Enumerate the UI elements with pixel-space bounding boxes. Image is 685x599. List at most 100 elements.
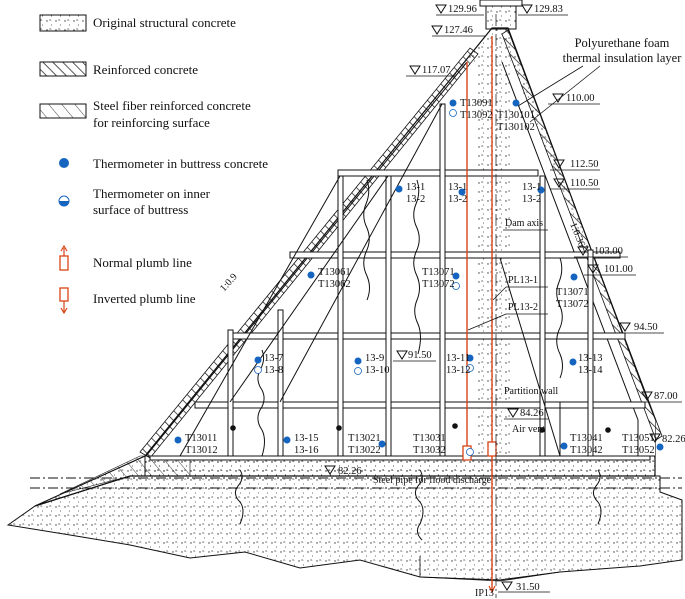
legend-thermo-surface-line1: Thermometer on inner <box>93 186 211 201</box>
svg-text:T13072: T13072 <box>422 279 455 290</box>
legend-thermo-buttress: Thermometer in buttress concrete <box>93 156 268 171</box>
legend-swatch-reinforced <box>39 61 87 77</box>
air-vent-label: Air vent <box>512 424 545 435</box>
svg-text:13-1: 13-1 <box>406 182 425 193</box>
svg-text:117.07: 117.07 <box>422 65 451 76</box>
svg-text:T130101: T130101 <box>497 110 535 121</box>
thermometers: T13091 T13092 T130101 T130102 13-1 13-2 … <box>174 98 664 456</box>
foundation <box>6 475 683 582</box>
elev-112-50: 112.50 <box>550 159 600 171</box>
elev-129-83: 129.83 <box>518 4 568 16</box>
legend-reinforced-concrete: Reinforced concrete <box>93 62 198 77</box>
steel-pipe-flood-discharge: Steel pipe for flood discharge <box>30 475 682 489</box>
svg-text:13-8: 13-8 <box>264 365 283 376</box>
legend: Original structural concrete Reinforced … <box>39 14 268 315</box>
insulation-label-line2: thermal insulation layer <box>563 51 683 65</box>
svg-text:82.26: 82.26 <box>338 466 362 477</box>
normal-plumb-icon <box>59 244 69 271</box>
svg-text:T13011: T13011 <box>185 433 217 444</box>
elev-84-26: 84.26 <box>504 408 548 420</box>
svg-text:13-1: 13-1 <box>448 182 467 193</box>
annotations: Polyurethane foam thermal insulation lay… <box>218 36 682 599</box>
elev-82-26-left: 82.26 <box>320 465 380 477</box>
svg-text:13-1: 13-1 <box>522 182 541 193</box>
svg-text:T13021: T13021 <box>348 433 381 444</box>
svg-text:T13071: T13071 <box>556 287 589 298</box>
svg-text:T13051: T13051 <box>622 433 655 444</box>
svg-text:112.50: 112.50 <box>570 159 599 170</box>
inverted-plumb-icon <box>59 287 69 315</box>
svg-text:13-2: 13-2 <box>406 194 425 205</box>
svg-text:T13012: T13012 <box>185 445 218 456</box>
svg-text:13-16: 13-16 <box>294 445 319 456</box>
dam-axis-label: Dam axis <box>505 218 543 229</box>
svg-text:129.96: 129.96 <box>448 4 477 15</box>
svg-text:127.46: 127.46 <box>444 25 473 36</box>
svg-text:82.26: 82.26 <box>662 434 685 445</box>
svg-text:T13091: T13091 <box>460 98 493 109</box>
svg-text:T13092: T13092 <box>460 110 493 121</box>
svg-text:110.50: 110.50 <box>570 178 599 189</box>
elevation-markers: 129.96 129.83 127.46 117.07 110.00 112.5… <box>320 4 685 593</box>
svg-text:T13052: T13052 <box>622 445 655 456</box>
elev-110-50: 110.50 <box>550 178 600 190</box>
ip13-label: IP13 <box>475 588 494 599</box>
frame-structure <box>149 103 651 541</box>
svg-text:T13041: T13041 <box>570 433 603 444</box>
elev-91-50: 91.50 <box>393 350 436 362</box>
svg-text:T13031: T13031 <box>413 433 446 444</box>
svg-text:91.50: 91.50 <box>408 350 432 361</box>
thermometer-buttress-icon <box>59 158 69 168</box>
elev-87-00: 87.00 <box>638 391 682 403</box>
pl13-2-label: PL13-2 <box>508 302 538 313</box>
legend-steel-fiber-line1: Steel fiber reinforced concrete <box>93 98 251 113</box>
legend-inverted-plumb: Inverted plumb line <box>93 291 196 306</box>
svg-text:13-9: 13-9 <box>365 353 384 364</box>
elev-82-26-right: 82.26 <box>649 433 685 445</box>
partition-wall-label: Partition wall <box>504 386 558 397</box>
svg-text:103.00: 103.00 <box>594 246 623 257</box>
steel-pipe-label: Steel pipe for flood discharge <box>373 475 492 486</box>
legend-normal-plumb: Normal plumb line <box>93 255 192 270</box>
svg-text:110.00: 110.00 <box>566 93 595 104</box>
svg-text:T130102: T130102 <box>497 122 535 133</box>
svg-text:T13071: T13071 <box>422 267 455 278</box>
legend-steel-fiber-line2: for reinforcing surface <box>93 115 210 130</box>
svg-text:13-11: 13-11 <box>446 353 470 364</box>
svg-text:T13061: T13061 <box>318 267 351 278</box>
svg-text:T13062: T13062 <box>318 279 351 290</box>
svg-text:13-10: 13-10 <box>365 365 390 376</box>
inverted-plumb-box <box>487 441 497 457</box>
svg-text:13-14: 13-14 <box>578 365 603 376</box>
insulation-label-line1: Polyurethane foam <box>575 36 670 50</box>
legend-original-concrete: Original structural concrete <box>93 15 236 30</box>
elev-110-00: 110.00 <box>548 93 600 105</box>
legend-swatch-steel-fiber <box>39 103 87 119</box>
elev-129-96: 129.96 <box>435 4 484 16</box>
pl13-1-label: PL13-1 <box>508 275 538 286</box>
upstream-slope: 1:0.9 <box>218 272 240 294</box>
elev-101-00: 101.00 <box>584 264 636 276</box>
svg-text:13-2: 13-2 <box>448 194 467 205</box>
svg-text:84.26: 84.26 <box>520 408 544 419</box>
svg-text:13-13: 13-13 <box>578 353 603 364</box>
svg-text:13-7: 13-7 <box>264 353 283 364</box>
legend-swatch-original <box>39 14 87 32</box>
svg-text:T13022: T13022 <box>348 445 381 456</box>
svg-text:87.00: 87.00 <box>654 391 678 402</box>
svg-text:13-12: 13-12 <box>446 365 471 376</box>
svg-text:13-15: 13-15 <box>294 433 319 444</box>
svg-text:94.50: 94.50 <box>634 322 658 333</box>
svg-text:13-2: 13-2 <box>522 194 541 205</box>
svg-text:T13072: T13072 <box>556 299 589 310</box>
svg-text:129.83: 129.83 <box>534 4 563 15</box>
legend-thermo-surface-line2: surface of buttress <box>93 202 188 217</box>
elev-94-50: 94.50 <box>616 322 664 334</box>
elev-117-07: 117.07 <box>406 65 456 77</box>
svg-text:31.50: 31.50 <box>516 582 540 593</box>
svg-text:101.00: 101.00 <box>604 264 633 275</box>
svg-text:T13042: T13042 <box>570 445 603 456</box>
svg-text:T13032: T13032 <box>413 445 446 456</box>
